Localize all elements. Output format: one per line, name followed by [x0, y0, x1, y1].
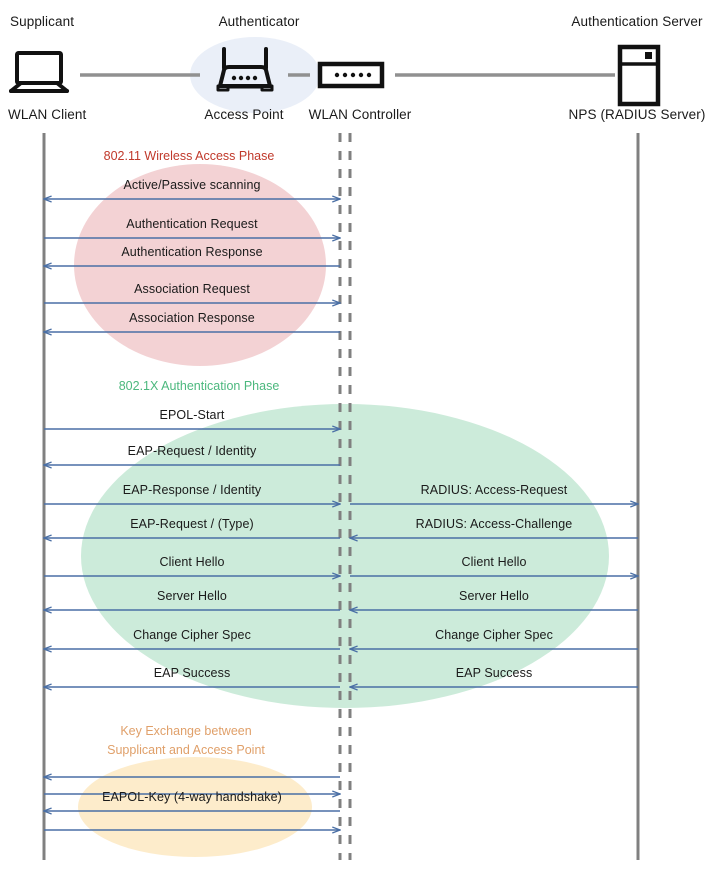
actor-role-authentication-server: Authentication Server: [571, 14, 703, 29]
message-label: Change Cipher Spec: [435, 628, 553, 642]
actor-device-wlan-controller: WLAN Controller: [308, 107, 412, 122]
message-label: EAPOL-Key (4-way handshake): [102, 790, 282, 804]
phase-ellipse-dot1x: [81, 404, 609, 708]
phase-label-key-exchange: Key Exchange between Supplicant and Acce…: [107, 722, 265, 760]
message-label: Change Cipher Spec: [133, 628, 251, 642]
message-label: Server Hello: [459, 589, 529, 603]
message-label: Association Response: [129, 311, 255, 325]
message-label: Authentication Response: [121, 245, 263, 259]
message-label: RADIUS: Access-Challenge: [415, 517, 573, 531]
message-label: EAP-Response / Identity: [122, 483, 262, 497]
phase-label-wireless-access: 802.11 Wireless Access Phase: [103, 149, 275, 163]
actor-device-nps-radius-server: NPS (RADIUS Server): [568, 107, 706, 122]
phase-ellipse-wireless-access: [74, 164, 326, 366]
message-label: EAP Success: [153, 666, 231, 680]
message-label: Association Request: [134, 282, 250, 296]
actor-device-wlan-client: WLAN Client: [8, 107, 87, 122]
phase-label-key-exchange-line2: Supplicant and Access Point: [107, 743, 265, 757]
message-label: EAP-Request / Identity: [127, 444, 257, 458]
phase-label-dot1x-authentication: 802.1X Authentication Phase: [118, 379, 280, 393]
message-label: Authentication Request: [126, 217, 258, 231]
message-label: EPOL-Start: [159, 408, 225, 422]
phase-label-key-exchange-line1: Key Exchange between: [120, 724, 252, 738]
actor-role-supplicant: Supplicant: [10, 14, 75, 29]
message-label: EAP Success: [455, 666, 533, 680]
actor-role-authenticator: Authenticator: [218, 14, 300, 29]
message-label: RADIUS: Access-Request: [420, 483, 568, 497]
message-label: Client Hello: [159, 555, 225, 569]
phase-ellipse-key-exchange: [78, 757, 312, 857]
message-label: Active/Passive scanning: [123, 178, 261, 192]
message-arrow-layer: [44, 199, 638, 830]
message-label: EAP-Request / (Type): [130, 517, 254, 531]
server-icon: [617, 44, 661, 107]
message-label: Server Hello: [157, 589, 227, 603]
access-point-icon: [216, 47, 274, 92]
wlan-controller-icon: [317, 61, 385, 89]
access-point-leds: [231, 75, 258, 81]
message-label: Client Hello: [461, 555, 527, 569]
laptop-icon: [9, 51, 69, 93]
actor-device-access-point: Access Point: [204, 107, 284, 122]
